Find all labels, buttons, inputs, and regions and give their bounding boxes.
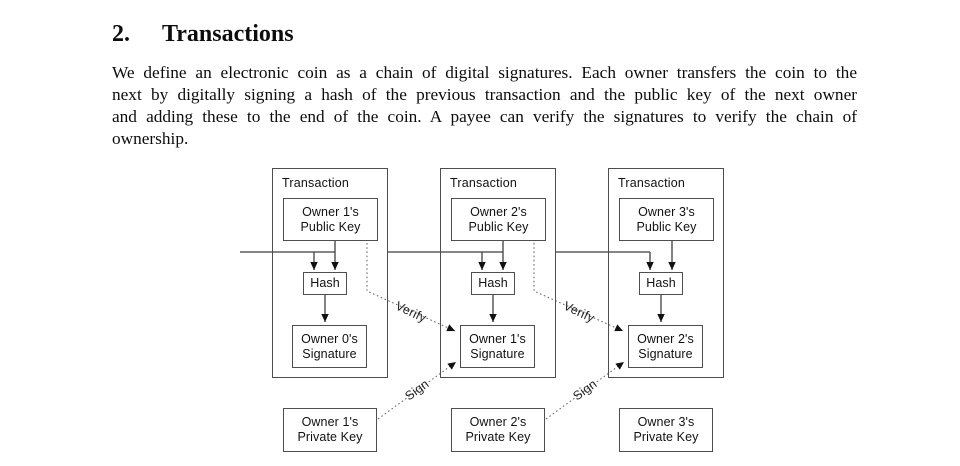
paragraph-line: next by digitally signing a hash of the … xyxy=(112,85,857,104)
private-key-line: Owner 3's xyxy=(637,415,695,429)
private-key-line: Private Key xyxy=(465,430,531,444)
transaction-label: Transaction xyxy=(450,176,518,190)
section-number: 2. xyxy=(112,21,130,47)
signature-box: Owner 1's Signature xyxy=(460,325,535,368)
hash-box: Hash xyxy=(303,272,347,295)
private-key-box: Owner 3's Private Key xyxy=(619,408,713,452)
signature-line: Owner 0's xyxy=(301,331,358,346)
signature-line: Signature xyxy=(470,346,525,361)
transaction-box xyxy=(608,168,724,378)
private-key-box: Owner 2's Private Key xyxy=(451,408,545,452)
transaction-box xyxy=(440,168,556,378)
paragraph-line: We define an electronic coin as a chain … xyxy=(112,63,857,82)
signature-box: Owner 0's Signature xyxy=(292,325,367,368)
private-key-line: Private Key xyxy=(633,430,699,444)
public-key-box: Owner 1's Public Key xyxy=(283,198,378,241)
body-paragraph: We define an electronic coin as a chain … xyxy=(112,62,857,150)
hash-box: Hash xyxy=(639,272,683,295)
private-key-line: Owner 1's xyxy=(301,415,359,429)
signature-line: Signature xyxy=(638,346,693,361)
private-key-line: Owner 2's xyxy=(469,415,527,429)
signature-line: Owner 1's xyxy=(469,331,526,346)
sign-arrow xyxy=(545,361,625,420)
transaction-label: Transaction xyxy=(282,176,350,190)
public-key-box: Owner 2's Public Key xyxy=(451,198,546,241)
paragraph-line: and adding these to the end of the coin.… xyxy=(112,107,857,126)
private-key-line: Private Key xyxy=(297,430,363,444)
sign-arrow xyxy=(377,361,457,420)
public-key-line: Owner 3's xyxy=(638,204,695,219)
signature-line: Owner 2's xyxy=(637,331,694,346)
public-key-box: Owner 3's Public Key xyxy=(619,198,714,241)
public-key-line: Owner 1's xyxy=(302,204,359,219)
public-key-line: Owner 2's xyxy=(470,204,527,219)
signature-box: Owner 2's Signature xyxy=(628,325,703,368)
transaction-box xyxy=(272,168,388,378)
private-key-box: Owner 1's Private Key xyxy=(283,408,377,452)
public-key-line: Public Key xyxy=(468,219,529,234)
transaction-label: Transaction xyxy=(618,176,686,190)
public-key-line: Public Key xyxy=(300,219,361,234)
section-title: Transactions xyxy=(162,21,294,47)
hash-box: Hash xyxy=(471,272,515,295)
public-key-line: Public Key xyxy=(636,219,697,234)
paragraph-line: ownership. xyxy=(112,129,189,148)
signature-line: Signature xyxy=(302,346,357,361)
